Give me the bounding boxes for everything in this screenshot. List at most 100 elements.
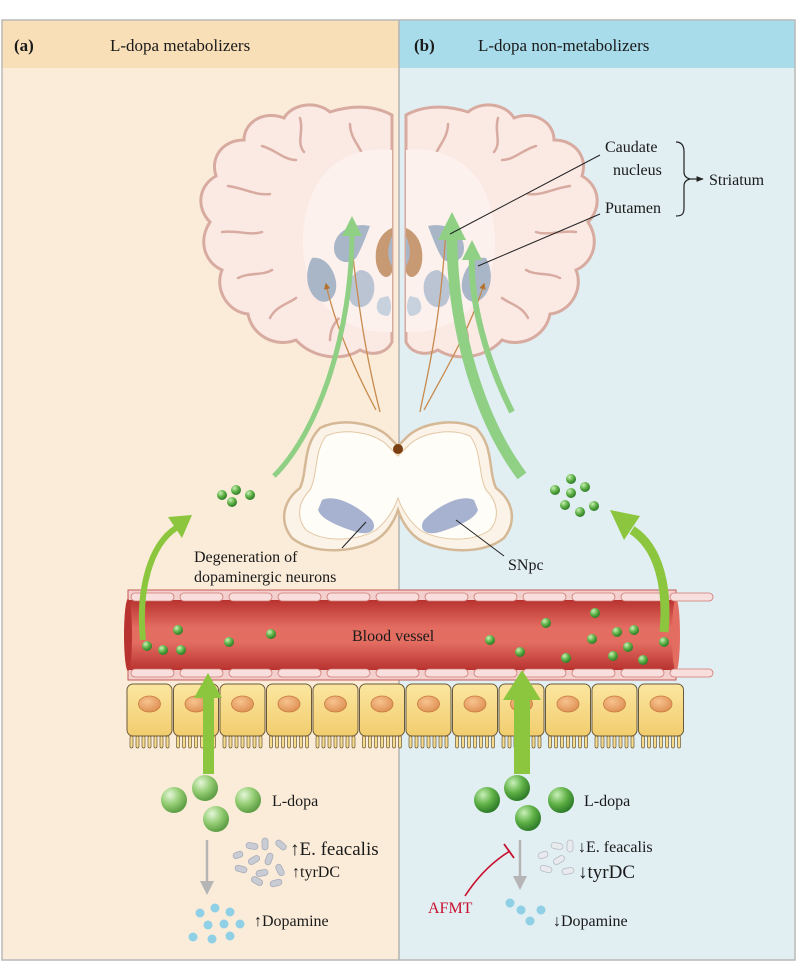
left-vessel-exit-arrow (138, 525, 178, 641)
microvillus (671, 735, 675, 749)
microvillus (398, 735, 402, 749)
right-enzyme-label: ↓tyrDC (578, 862, 635, 883)
microvillus (507, 735, 512, 749)
microvillus (345, 735, 350, 749)
degeneration-label-line1: Degeneration of (194, 549, 298, 566)
left-bacteria-cluster (232, 837, 287, 888)
microvillus (420, 735, 425, 749)
endothelial-cell (130, 592, 175, 602)
endothelial-cell (620, 668, 665, 678)
left-dopamine-label: ↑Dopamine (254, 913, 329, 930)
right-ldopa-balls (474, 775, 574, 831)
microvillus (246, 735, 251, 749)
endothelial-cell (522, 668, 567, 678)
cell-nucleus (649, 695, 673, 713)
microvillus (299, 735, 303, 749)
microvillus (380, 735, 384, 749)
microvillus (485, 735, 489, 749)
endothelial-cell (473, 668, 518, 678)
right-vessel-exit-arrow (629, 526, 670, 633)
microvillus (275, 735, 279, 749)
endothelial-cell (669, 668, 714, 678)
microvillus (566, 735, 570, 749)
microvillus (269, 735, 273, 749)
microvillus (386, 735, 390, 749)
left-lateral-ventricle (375, 228, 392, 277)
endothelial-cell (375, 592, 420, 602)
microvillus (600, 735, 605, 749)
cell-nucleus (370, 695, 394, 713)
right-panel-title: L-dopa non-metabolizers (478, 36, 649, 55)
endothelial-cell (326, 592, 371, 602)
right-lateral-ventricle (406, 228, 423, 277)
right-dopa-arrow-to-striatum-thick (446, 235, 527, 480)
microvillus (531, 735, 536, 749)
right-absorption-arrow (514, 694, 530, 774)
putamen-label: Putamen (605, 200, 661, 217)
microvillus (321, 735, 326, 749)
cell-nucleus (603, 695, 626, 713)
endothelial-cell (326, 668, 371, 678)
endothelial-cells (130, 592, 714, 678)
microvillus (153, 735, 158, 749)
right-bacteria-label: ↓E. feacalis (578, 839, 653, 856)
microvillus (554, 735, 558, 749)
left-snpc (318, 498, 375, 534)
microvillus (612, 735, 617, 749)
microvillus (281, 735, 285, 749)
microvillus (572, 735, 576, 749)
right-dopamine-dots (505, 898, 546, 926)
left-dopa-arrow-to-striatum (272, 231, 355, 478)
left-bacteria-label: ↑E. feacalis (290, 839, 379, 860)
microvillus (141, 735, 146, 749)
left-ldopa-label: L-dopa (272, 793, 318, 810)
right-panel-header (399, 20, 795, 68)
cell-nucleus (277, 695, 301, 713)
microvillus (374, 735, 378, 749)
microvillus (159, 735, 164, 749)
left-panel-header (2, 20, 399, 68)
microvillus (240, 735, 245, 749)
microvillus (467, 735, 471, 749)
microvillus (618, 735, 623, 749)
microvillus (165, 735, 170, 749)
endothelial-cell (473, 592, 518, 602)
cerebral-aqueduct (393, 444, 403, 454)
snpc-label: SNpc (508, 557, 544, 574)
microvillus (252, 735, 257, 749)
microvillus (426, 735, 431, 749)
microvillus (362, 735, 366, 749)
afmt-inhibition-line (464, 850, 511, 897)
microvillus (315, 735, 320, 749)
microvillus (222, 735, 227, 749)
cell-nucleus (417, 695, 440, 713)
cell-nucleus (324, 695, 347, 713)
microvillus (473, 735, 477, 749)
microvillus (630, 735, 635, 749)
microvillus (501, 735, 506, 749)
cell-nucleus (463, 695, 487, 713)
microvillus (408, 735, 413, 749)
microvillus (647, 735, 651, 749)
microvillus (537, 735, 542, 749)
microvillus (305, 735, 309, 749)
microvillus (665, 735, 669, 749)
microvillus (584, 735, 588, 749)
endothelial-cell (424, 592, 469, 602)
microvillus (188, 735, 192, 749)
endothelial-cell (571, 592, 616, 602)
midbrain-section (282, 421, 514, 552)
cell-nucleus (231, 695, 254, 713)
microvillus (624, 735, 629, 749)
endothelial-cell (277, 592, 322, 602)
right-ldopa-label: L-dopa (584, 793, 630, 810)
microvillus (135, 735, 140, 749)
intestinal-epithelium (126, 683, 684, 749)
right-snpc (421, 498, 478, 534)
microvillus (594, 735, 599, 749)
striatum-label: Striatum (709, 172, 765, 189)
microvillus (578, 735, 582, 749)
microvillus (548, 735, 552, 749)
microvillus (182, 735, 186, 749)
